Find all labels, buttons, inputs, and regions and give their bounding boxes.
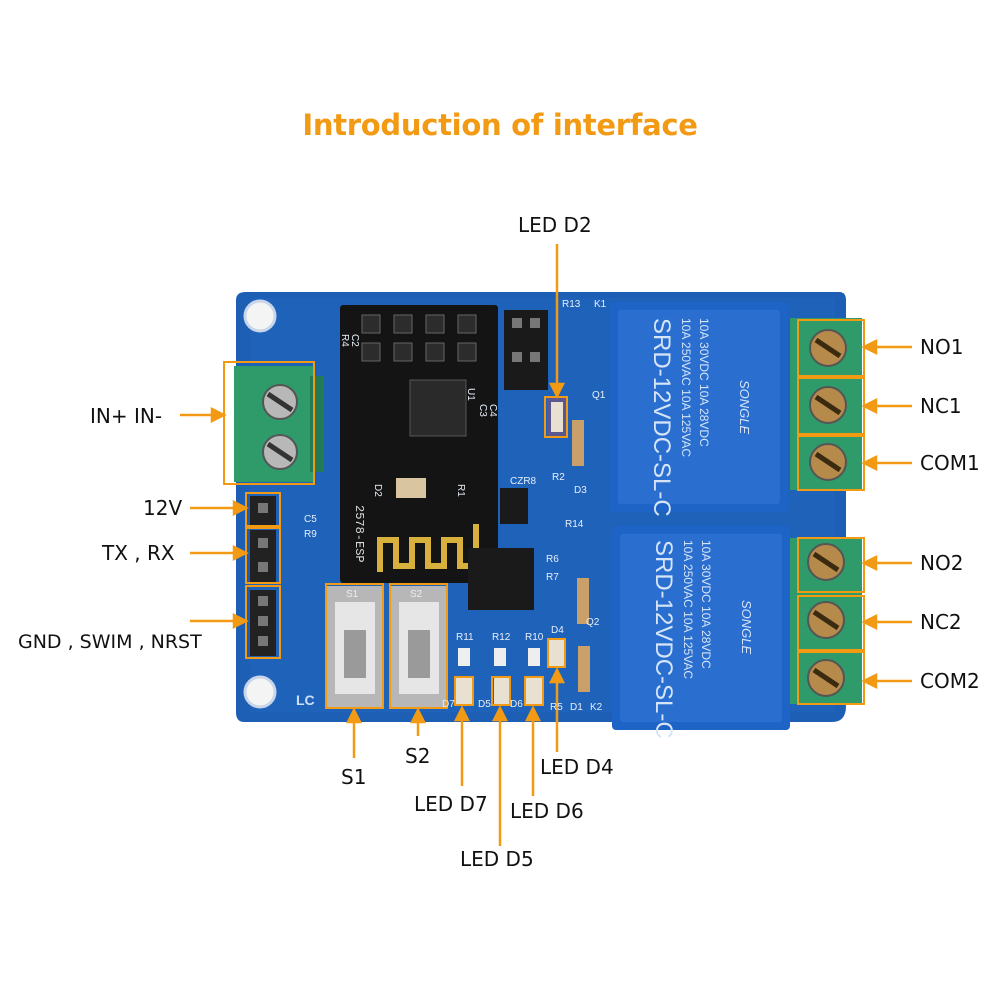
ref-q2: Q2 [586, 617, 600, 628]
mount-hole-bottom [243, 675, 277, 709]
label-com1: COM1 [920, 451, 980, 475]
button-s1 [327, 586, 383, 708]
mcu-chip [468, 548, 534, 610]
ref-s2: S2 [410, 589, 423, 600]
ref-c2: C2 [349, 334, 360, 347]
regulator-chip [500, 488, 528, 524]
label-led-d5: LED D5 [460, 847, 534, 871]
ref-d4: D4 [551, 625, 564, 636]
label-12v: 12V [143, 496, 183, 520]
button-s2 [391, 586, 447, 708]
svg-text:SONGLE: SONGLE [737, 380, 752, 435]
ref-k1: K1 [594, 299, 607, 310]
label-gnd-swim-nrst: GND , SWIM , NRST [18, 631, 202, 653]
ref-r9: R9 [304, 529, 317, 540]
ref-c3: C3 [477, 404, 488, 417]
ref-s1: S1 [346, 589, 359, 600]
ref-r13: R13 [562, 299, 581, 310]
label-s2: S2 [405, 744, 431, 768]
label-no2: NO2 [920, 551, 964, 575]
pin-headers [250, 496, 276, 656]
label-no1: NO1 [920, 335, 964, 359]
svg-text:SRD-12VDC-SL-C: SRD-12VDC-SL-C [650, 540, 677, 739]
label-in: IN+ IN- [90, 404, 163, 428]
ref-d2: D2 [372, 484, 383, 497]
svg-text:10A 30VDC 10A 28VDC: 10A 30VDC 10A 28VDC [699, 540, 713, 669]
svg-text:10A 250VAC 10A 125VAC: 10A 250VAC 10A 125VAC [679, 318, 693, 457]
ref-q1: Q1 [592, 390, 606, 401]
page-title: Introduction of interface [302, 108, 698, 142]
ref-k2: K2 [590, 702, 603, 713]
ref-r12: R12 [492, 632, 511, 643]
label-led-d6: LED D6 [510, 799, 584, 823]
label-led-d2: LED D2 [518, 213, 592, 237]
label-com2: COM2 [920, 669, 980, 693]
label-nc1: NC1 [920, 394, 962, 418]
ref-r6: R6 [546, 554, 559, 565]
ref-c5: C5 [304, 514, 317, 525]
label-nc2: NC2 [920, 610, 962, 634]
ref-u1: U1 [465, 388, 476, 401]
ref-r1: R1 [455, 484, 466, 497]
ref-r14: R14 [565, 519, 584, 530]
svg-text:10A 30VDC 10A 28VDC: 10A 30VDC 10A 28VDC [697, 318, 711, 447]
relay-k1: SRD-12VDC-SL-C 10A 250VAC 10A 125VAC 10A… [610, 302, 788, 517]
module-marking: 2578-ESP [352, 505, 366, 563]
board-logo: LC [296, 692, 315, 708]
label-led-d4: LED D4 [540, 755, 614, 779]
relay-k2: SRD-12VDC-SL-C 10A 250VAC 10A 125VAC 10A… [612, 526, 790, 739]
ref-d1: D1 [570, 702, 583, 713]
ref-r4: R4 [339, 334, 350, 347]
label-s1: S1 [341, 765, 367, 789]
label-txrx: TX , RX [102, 541, 175, 565]
ref-d7: D7 [442, 699, 455, 710]
smd-parts [456, 398, 590, 704]
ref-r7: R7 [546, 572, 559, 583]
ref-r10: R10 [525, 632, 544, 643]
jumper-header [504, 310, 548, 390]
ref-c4: C4 [487, 404, 498, 417]
ref-r11: R11 [456, 632, 474, 643]
output-terminal-2 [790, 538, 862, 704]
svg-text:10A 250VAC 10A 125VAC: 10A 250VAC 10A 125VAC [681, 540, 695, 679]
callout-arrows [180, 244, 912, 846]
ref-r5: R5 [550, 702, 563, 713]
mount-hole-top [243, 299, 277, 333]
svg-text:SRD-12VDC-SL-C: SRD-12VDC-SL-C [648, 318, 675, 517]
power-terminal [234, 366, 324, 482]
ref-czr8: CZR8 [510, 476, 537, 487]
ref-d5: D5 [478, 699, 491, 710]
output-terminal-1 [790, 318, 862, 490]
svg-text:SONGLE: SONGLE [739, 600, 754, 655]
esp-module: 2578-ESP [340, 305, 498, 583]
callout-boxes [223, 319, 865, 709]
ref-d6: D6 [510, 699, 523, 710]
label-led-d7: LED D7 [414, 792, 488, 816]
ref-r2: R2 [552, 472, 565, 483]
ref-d3: D3 [574, 485, 587, 496]
